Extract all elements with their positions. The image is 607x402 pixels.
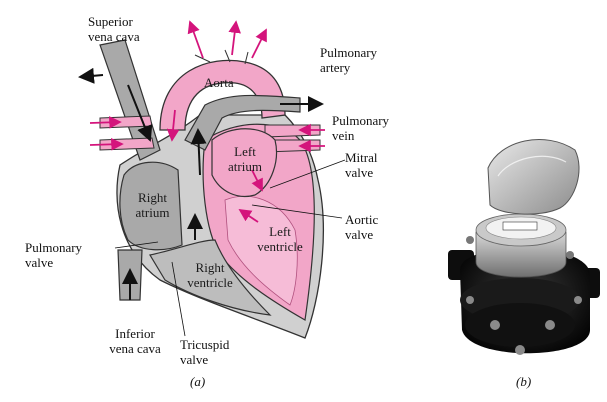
caption-b: (b)	[516, 374, 532, 389]
label-pulmonary-vein: Pulmonary vein	[332, 113, 390, 143]
right-ventricle-region	[149, 239, 272, 316]
label-aorta: Aorta	[204, 75, 234, 90]
blood-flow-arrows	[78, 67, 324, 300]
leader-lines	[114, 159, 346, 337]
label-right-atrium: Right atrium	[135, 190, 170, 220]
label-superior-vena-cava: Superior vena cava	[88, 14, 140, 44]
label-left-ventricle: Left ventricle	[257, 224, 303, 254]
label-tricuspid-valve: Tricuspid valve	[180, 337, 230, 367]
label-right-ventricle: Right ventricle	[187, 260, 233, 290]
caption-a: (a)	[190, 374, 206, 389]
label-aortic-valve: Aortic valve	[345, 212, 379, 242]
label-pulmonary-artery: Pulmonary artery	[320, 45, 378, 75]
right-atrium-region	[119, 161, 183, 251]
label-mitral-valve: Mitral valve	[345, 150, 378, 180]
water-meter-image	[448, 139, 600, 355]
oxygenated-flow-arrows	[89, 20, 325, 223]
label-inferior-vena-cava: Inferior vena cava	[109, 326, 161, 356]
label-left-atrium: Left atrium	[228, 144, 262, 174]
label-pulmonary-valve: Pulmonary valve	[25, 240, 83, 270]
aorta-arch	[159, 49, 286, 131]
